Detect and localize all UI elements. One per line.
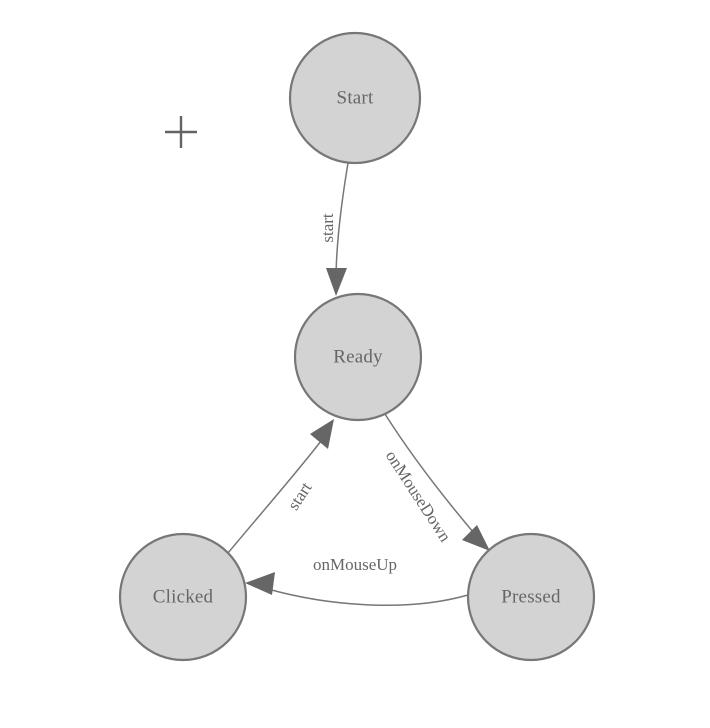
node-ready-circle[interactable]: [293, 292, 423, 422]
edge-start-to-ready-path: [335, 162, 349, 282]
node-ready[interactable]: Ready: [293, 292, 423, 422]
edge-pressed-to-clicked-label: onMouseUp: [313, 555, 397, 574]
edge-clicked-to-ready-label: start: [284, 478, 316, 513]
edge-start-to-ready-arrowhead: [326, 268, 347, 296]
edge-ready-to-pressed-path: [384, 413, 480, 540]
node-clicked-circle[interactable]: [118, 532, 248, 662]
edge-clicked-to-ready[interactable]: start: [227, 419, 334, 554]
node-pressed[interactable]: Pressed: [466, 532, 596, 662]
node-pressed-label: Pressed: [501, 586, 561, 607]
node-start[interactable]: Start: [288, 31, 422, 165]
node-clicked[interactable]: Clicked: [118, 532, 248, 662]
edge-start-to-ready-label: start: [318, 213, 337, 243]
edge-pressed-to-clicked[interactable]: onMouseUp: [245, 555, 469, 607]
node-clicked-label: Clicked: [153, 586, 214, 607]
edge-clicked-to-ready-arrowhead: [310, 419, 334, 449]
edge-ready-to-pressed-arrowhead: [462, 525, 490, 551]
edge-pressed-to-clicked-path: [267, 588, 469, 607]
edge-clicked-to-ready-path: [227, 440, 322, 554]
crosshair-icon: [165, 116, 197, 148]
node-pressed-circle[interactable]: [466, 532, 596, 662]
edge-start-to-ready[interactable]: start: [318, 162, 349, 296]
edge-ready-to-pressed[interactable]: onMouseDown: [382, 413, 490, 551]
edge-pressed-to-clicked-arrowhead: [245, 572, 275, 595]
node-start-circle[interactable]: [288, 31, 422, 165]
node-ready-label: Ready: [333, 346, 383, 367]
node-start-label: Start: [337, 87, 374, 108]
